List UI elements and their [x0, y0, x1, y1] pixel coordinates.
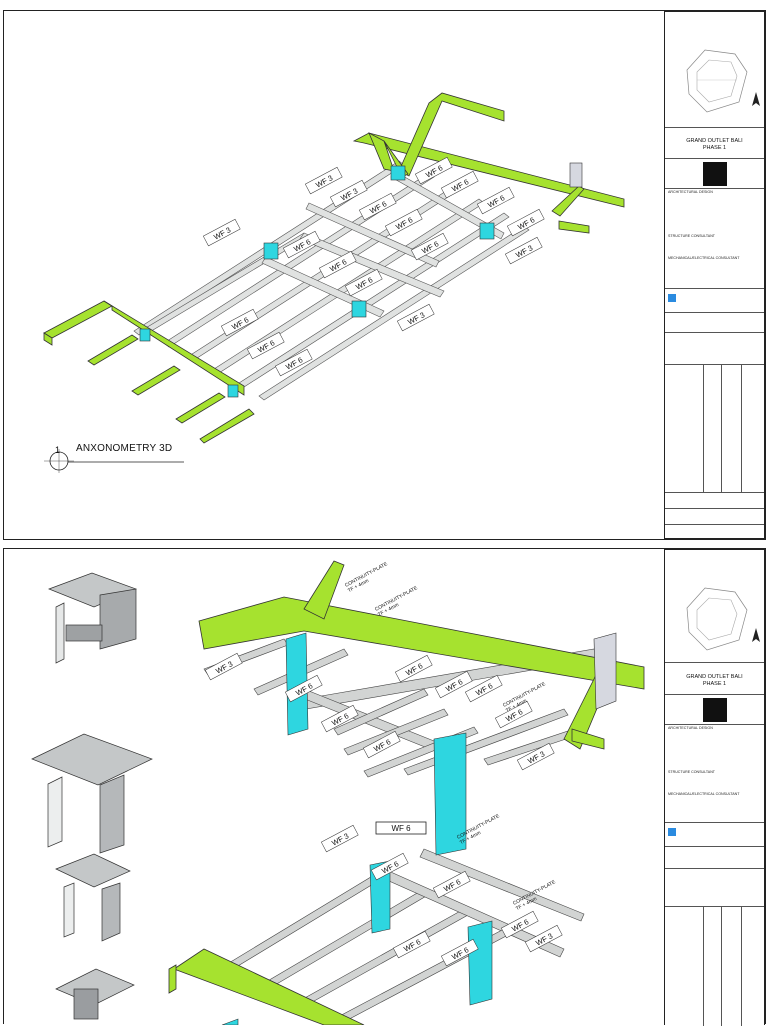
callout-wf6: WF 6 — [391, 824, 411, 833]
key-plan-icon — [686, 587, 748, 651]
mep-heading: MECHANICAL/ELECTRICAL CONSULTANT — [668, 256, 740, 260]
connection-detail-thumbnails — [31, 572, 153, 1020]
boxed-callout: WF 6 — [375, 821, 427, 835]
architect-heading: ARCHITECTURAL DESIGN — [668, 190, 713, 194]
view-title-label: ANXONOMETRY 3D — [76, 443, 173, 454]
structure-heading: STRUCTURE CONSULTANT — [668, 770, 715, 774]
tag-wf6: WF 6 — [442, 877, 462, 893]
view-title — [44, 449, 184, 473]
tag-wf6: WF 6 — [402, 937, 422, 953]
columns — [139, 162, 583, 398]
project-name: GRAND OUTLET BALI — [686, 674, 743, 680]
title-block: GRAND OUTLET BALI PHASE 1 ARCHITECTURAL … — [664, 11, 765, 539]
project-name: GRAND OUTLET BALI — [686, 138, 743, 144]
client-logo-icon — [703, 162, 727, 186]
project-phase: PHASE 1 — [702, 145, 727, 151]
tag-wf3: WF 3 — [212, 225, 232, 241]
tag-wf6: WF 6 — [328, 257, 348, 273]
structure-heading: STRUCTURE CONSULTANT — [668, 234, 715, 238]
tag-wf3: WF 3 — [526, 749, 546, 765]
key-plan-icon — [686, 49, 748, 113]
tag-wf3: WF 3 — [514, 243, 534, 259]
concrete-beams — [168, 560, 645, 1025]
client-logo-icon — [703, 698, 727, 722]
drawing-sheet-2: WF 3 WF 3 WF 3 WF 3 WF 6 WF 6 WF 6 WF 6 … — [3, 548, 766, 1026]
architect-heading: ARCHITECTURAL DESIGN — [668, 726, 713, 730]
concrete-beams — [43, 92, 625, 444]
axonometry-3d-drawing: WF 3 WF 3 WF 3 WF 3 WF 3 WF 6 WF 6 WF 6 … — [43, 92, 625, 473]
tag-wf6: WF 6 — [394, 215, 414, 231]
mep-heading: MECHANICAL/ELECTRICAL CONSULTANT — [668, 792, 740, 796]
title-block: GRAND OUTLET BALI PHASE 1 ARCHITECTURAL … — [664, 549, 765, 1026]
drawing-sheet-1: WF 3 WF 3 WF 3 WF 3 WF 3 WF 6 WF 6 WF 6 … — [3, 10, 766, 540]
tag-wf3: WF 3 — [406, 310, 426, 326]
connection-details-drawing: WF 3 WF 3 WF 3 WF 3 WF 6 WF 6 WF 6 WF 6 … — [31, 560, 645, 1025]
project-phase: PHASE 1 — [702, 681, 727, 687]
contractor-logo-icon — [668, 828, 676, 836]
tag-wf3: WF 3 — [214, 659, 234, 675]
tag-wf3: WF 3 — [330, 831, 350, 847]
tag-wf6: WF 6 — [404, 661, 424, 677]
tag-wf6: WF 6 — [450, 177, 470, 193]
north-arrow-icon — [752, 628, 760, 642]
contractor-logo-icon — [668, 294, 676, 302]
north-arrow-icon — [752, 92, 760, 106]
tag-wf6: WF 6 — [474, 681, 494, 697]
view-number: 1 — [55, 445, 61, 455]
tag-wf3: WF 3 — [314, 173, 334, 189]
